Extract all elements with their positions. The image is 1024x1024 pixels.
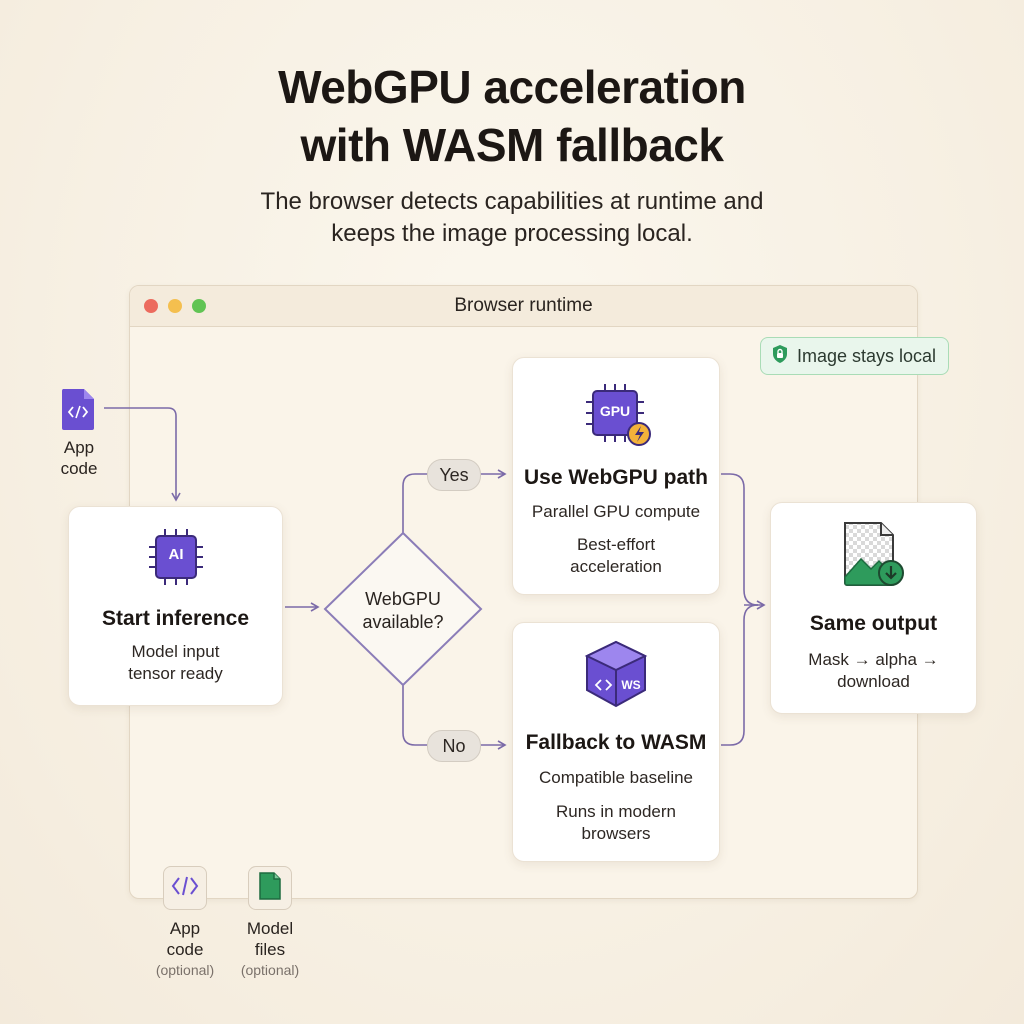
connector-wasm-to-merge — [721, 604, 759, 746]
connector-webgpu-to-merge — [721, 473, 759, 606]
same-output-desc: Mask → alpha → download — [771, 649, 976, 693]
model-file-icon — [258, 871, 282, 906]
wasm-desc-sub: Runs in modern browsers — [513, 801, 719, 845]
connector-decision-to-no — [402, 685, 428, 746]
app-code-top-label: App code — [44, 437, 114, 479]
connector-app-to-start — [104, 407, 181, 502]
start-inference-card[interactable]: AI Start inference Model input tensor re… — [68, 506, 283, 706]
wasm-desc-line-2: Runs in modern — [555, 802, 676, 821]
title-line-2: with WASM fallback — [300, 119, 724, 171]
wasm-desc-line-1: Compatible baseline — [538, 768, 694, 787]
wasm-fallback-card[interactable]: WS Fallback to WASM Compatible baseline … — [512, 622, 720, 862]
bottom-app-note: (optional) — [155, 962, 215, 978]
decision-label: WebGPU available? — [338, 588, 468, 634]
gpu-chip-icon: GPU — [583, 382, 653, 453]
webgpu-desc-line-3: acceleration — [570, 557, 662, 576]
subtitle-line-2: keeps the image processing local. — [331, 220, 693, 247]
title-line-1: WebGPU acceleration — [278, 61, 746, 113]
bottom-model-note: (optional) — [240, 962, 300, 978]
code-brackets-icon — [170, 875, 200, 902]
decision-diamond — [323, 531, 483, 687]
maximize-window-button[interactable] — [192, 299, 206, 313]
start-inference-title: Start inference — [101, 607, 250, 630]
decision-line-1: WebGPU — [365, 589, 441, 609]
minimize-window-button[interactable] — [168, 299, 182, 313]
app-code-top-line-2: code — [60, 459, 98, 478]
decision-line-2: available? — [362, 612, 444, 632]
bottom-model-line-1: Model — [246, 919, 294, 938]
webgpu-desc-line-2: Best-effort — [576, 535, 656, 554]
output-desc-line-1: Mask → alpha → — [808, 650, 939, 669]
ai-chip-icon: AI — [143, 527, 209, 592]
connector-decision-to-yes — [402, 473, 428, 533]
webgpu-desc-sub: Best-effort acceleration — [513, 534, 719, 578]
webgpu-path-title: Use WebGPU path — [524, 466, 708, 489]
webgpu-desc-line-1: Parallel GPU compute — [531, 502, 701, 521]
start-desc-line-1: Model input — [131, 642, 220, 661]
ai-chip-label: AI — [168, 546, 184, 563]
window-titlebar: Browser runtime — [130, 286, 917, 327]
wasm-cube-label: WS — [621, 678, 641, 692]
gpu-chip-label: GPU — [599, 403, 631, 419]
wasm-cube-icon: WS — [583, 639, 649, 714]
bottom-app-line-2: code — [166, 940, 204, 959]
output-desc-line-2: download — [837, 672, 910, 691]
bottom-model-line-2: files — [254, 940, 286, 959]
bottom-model-files-label: Model files (optional) — [230, 918, 310, 981]
code-file-icon — [60, 387, 96, 436]
subtitle-line-1: The browser detects capabilities at runt… — [260, 188, 764, 215]
page-subtitle: The browser detects capabilities at runt… — [0, 186, 1024, 250]
badge-label: Image stays local — [797, 345, 937, 366]
image-download-icon — [841, 521, 909, 596]
image-stays-local-badge: Image stays local — [760, 337, 950, 375]
page-title: WebGPU acceleration with WASM fallback — [0, 58, 1024, 174]
bottom-model-files-box — [248, 866, 292, 910]
same-output-title: Same output — [809, 612, 938, 635]
bottom-app-line-1: App — [169, 919, 201, 938]
yes-branch-label: Yes — [427, 459, 481, 491]
same-output-card[interactable]: Same output Mask → alpha → download — [770, 502, 977, 714]
start-desc-line-2: tensor ready — [128, 664, 223, 683]
wasm-fallback-title: Fallback to WASM — [525, 731, 707, 754]
bottom-app-code-box — [163, 866, 207, 910]
no-branch-label: No — [427, 730, 481, 762]
start-inference-desc: Model input tensor ready — [69, 641, 282, 685]
window-title: Browser runtime — [454, 295, 593, 316]
app-code-top-line-1: App — [63, 438, 95, 457]
bottom-app-code-label: App code (optional) — [145, 918, 225, 981]
close-window-button[interactable] — [144, 299, 158, 313]
wasm-desc-line-3: browsers — [581, 824, 651, 843]
shield-lock-icon — [771, 344, 789, 369]
webgpu-path-card[interactable]: GPU Use WebGPU path Parallel GPU compute… — [512, 357, 720, 595]
